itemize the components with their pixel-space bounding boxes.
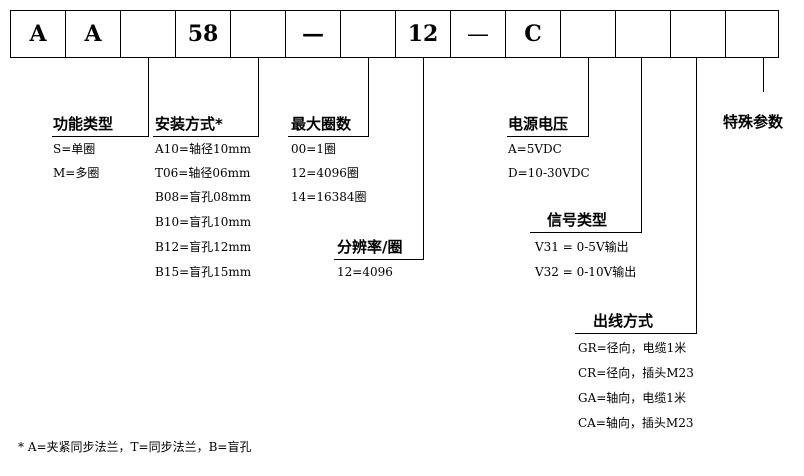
option-item: B10=盲孔10mm	[155, 215, 252, 229]
connector-outlet	[575, 58, 697, 334]
option-item: A10=轴径10mm	[155, 142, 252, 156]
group-title: 出线方式	[593, 312, 654, 330]
connector-function-type	[52, 58, 149, 137]
connector-signal-type	[530, 58, 642, 233]
group-title: 电源电压	[508, 115, 569, 133]
code-cell	[725, 10, 779, 58]
connector-resolution	[334, 58, 424, 260]
option-item: D=10-30VDC	[508, 166, 590, 180]
group-title: 特殊参数	[723, 113, 784, 131]
option-item: M=多圈	[53, 166, 100, 180]
option-item: T06=轴径06mm	[155, 166, 251, 180]
option-item: CR=径向，插头M23	[578, 366, 694, 380]
group-title: 信号类型	[547, 211, 608, 229]
connector-max-turns	[288, 58, 369, 137]
option-item: B15=盲孔15mm	[155, 265, 252, 279]
option-item: V31 = 0-5V输出	[535, 240, 629, 254]
code-cell: 12	[395, 10, 451, 58]
connector-supply-voltage	[507, 58, 589, 137]
footnote: * A=夹紧同步法兰，T=同步法兰，B=盲孔	[18, 440, 252, 454]
option-item: 00=1圈	[291, 142, 336, 156]
option-item: B12=盲孔12mm	[155, 240, 252, 254]
group-title: 功能类型	[53, 115, 114, 133]
option-item: GR=径向，电缆1米	[578, 341, 687, 355]
group-title: 最大圈数	[291, 115, 352, 133]
option-item: 12=4096	[337, 265, 393, 279]
group-title: 安装方式*	[155, 115, 223, 133]
option-item: 12=4096圈	[291, 166, 359, 180]
option-item: CA=轴向，插头M23	[578, 416, 694, 430]
option-item: S=单圈	[53, 142, 96, 156]
option-item: A=5VDC	[508, 142, 562, 156]
option-item: 14=16384圈	[291, 190, 367, 204]
connector-mounting	[153, 58, 259, 137]
code-cell: 58	[175, 10, 231, 58]
option-item: V32 = 0-10V输出	[535, 265, 637, 279]
group-title: 分辨率/圈	[337, 238, 403, 256]
option-item: B08=盲孔08mm	[155, 190, 252, 204]
option-item: GA=轴向，电缆1米	[578, 391, 686, 405]
